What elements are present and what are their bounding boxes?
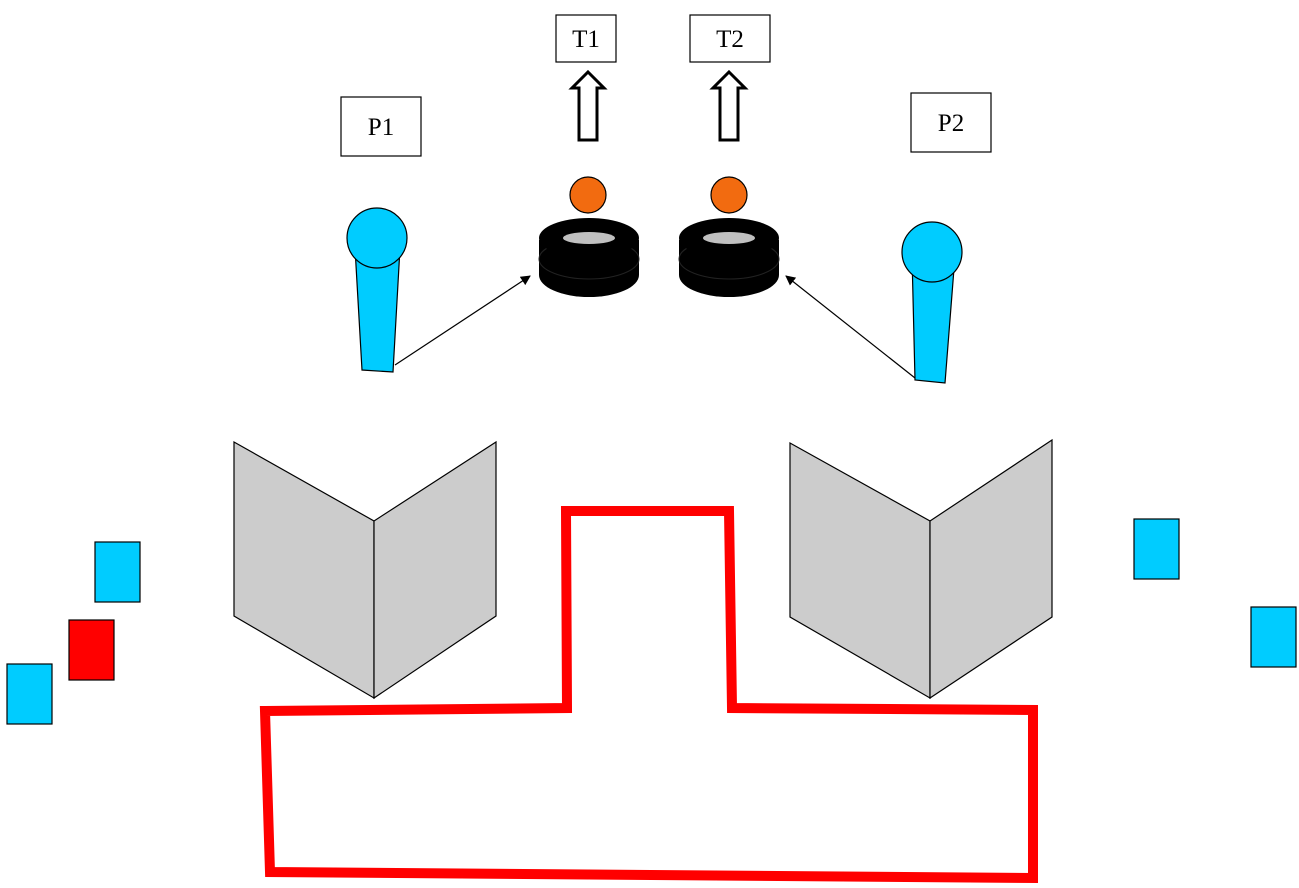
marker-blue-left-top — [94, 541, 141, 603]
label-p2: P2 — [938, 110, 964, 137]
label-box-t1: T1 — [555, 14, 617, 63]
label-box-p2: P2 — [910, 92, 992, 153]
marker-blue-right-bottom — [1250, 606, 1297, 668]
up-arrow-icon-t2 — [709, 69, 749, 142]
ball-icon-t1 — [569, 176, 607, 214]
screen-panel-right — [789, 438, 1053, 700]
label-p1: P1 — [368, 114, 394, 141]
pass-arrow-icon-p1 — [394, 275, 531, 366]
label-box-p1: P1 — [340, 96, 422, 157]
label-box-t2: T2 — [689, 14, 771, 63]
pass-arrow-icon-p2 — [785, 275, 916, 379]
zone-outline — [259, 506, 1038, 884]
marker-blue-left-bottom — [6, 663, 53, 725]
player-icon-p1 — [346, 207, 408, 373]
marker-blue-right-top — [1133, 518, 1180, 580]
marker-red-left — [68, 619, 115, 681]
tire-stack-icon-t2 — [678, 218, 780, 297]
up-arrow-icon-t1 — [568, 69, 608, 142]
player-icon-p2 — [901, 221, 963, 384]
label-t1: T1 — [572, 26, 600, 53]
screen-panel-left — [233, 440, 497, 700]
tire-stack-icon-t1 — [538, 218, 640, 297]
label-t2: T2 — [716, 26, 744, 53]
ball-icon-t2 — [710, 176, 748, 214]
